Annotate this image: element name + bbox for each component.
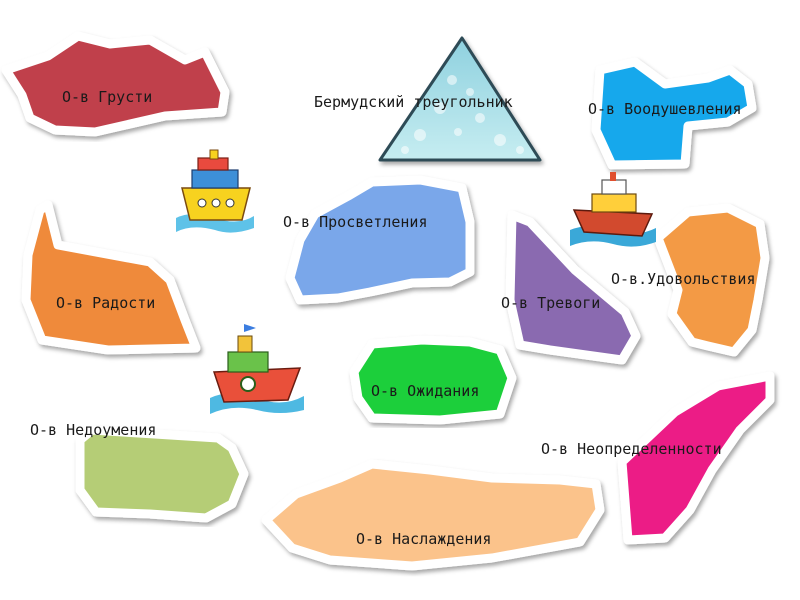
label-trevogi: О-в Тревоги [501,294,601,312]
label-prosvet: О-в Просветления [283,213,428,231]
label-neopredel: О-в Неопределенности [541,440,722,458]
island-udovolstvie[interactable] [653,203,770,357]
island-prosvet[interactable] [285,175,475,305]
island-trevogi[interactable] [505,210,641,365]
label-naslazhdeniya: О-в Наслаждения [356,530,492,548]
ship-red-icon [570,172,656,247]
ship-green-icon [210,324,304,414]
island-neopredel[interactable] [617,371,775,545]
label-nedoumeniya: О-в Недоумения [30,421,157,439]
island-ozhidaniya[interactable] [349,335,517,425]
ship-yellow-icon [176,149,254,233]
island-nedoumeniya[interactable] [75,425,249,523]
island-voodush[interactable] [591,57,757,170]
island-grusti[interactable] [1,31,230,137]
label-grusti: О-в Грусти [62,88,153,106]
label-voodush: О-в Воодушевления [588,100,742,118]
label-ozhidaniya: О-в Ожидания [371,382,480,400]
bubbles-pattern [401,75,524,154]
island-naslazhdeniya[interactable] [261,459,605,571]
island-radosti[interactable] [21,200,201,355]
label-bermuda: Бермудский треугольник [314,93,513,111]
label-radosti: О-в Радости [56,294,156,312]
label-udovolstvie: О-в.Удовольствия [611,270,756,288]
